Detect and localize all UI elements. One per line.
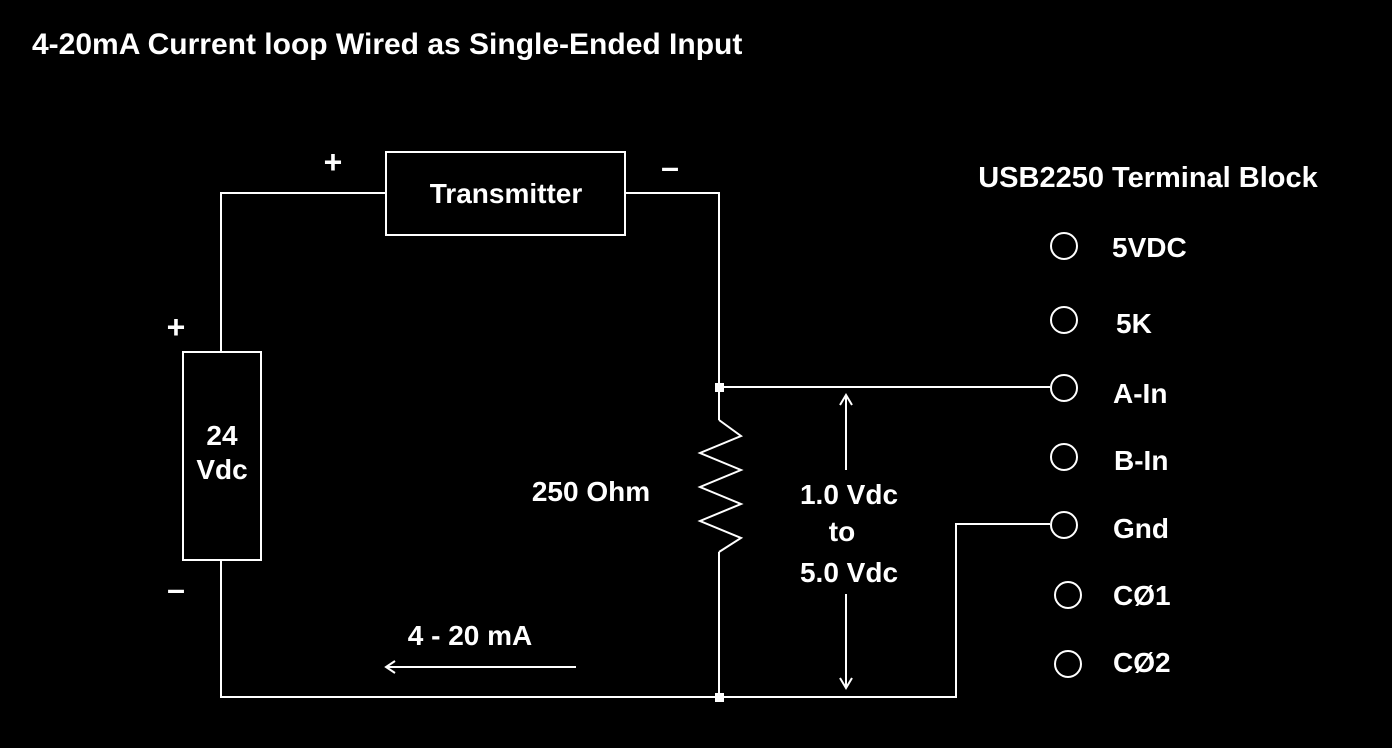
- terminal-gnd: Gnd: [1050, 511, 1169, 544]
- voltage-range-line1: 1.0 Vdc: [800, 479, 898, 510]
- terminal-block-heading: USB2250 Terminal Block: [978, 162, 1318, 194]
- terminal-co1: CØ1: [1054, 580, 1171, 611]
- terminal-a-in: A-In: [1050, 374, 1167, 409]
- voltage-arrow-down-head: [839, 677, 853, 690]
- resistor-label: 250 Ohm: [532, 476, 650, 507]
- terminal-gnd-label: Gnd: [1113, 513, 1169, 544]
- supply-voltage-line2: Vdc: [196, 454, 247, 485]
- current-arrow: [384, 660, 576, 674]
- power-supply-box: [182, 351, 262, 561]
- resistor-symbol: [697, 419, 744, 553]
- power-supply: 24 Vdc + –: [167, 309, 262, 607]
- terminal-b-in-circle: [1050, 443, 1078, 471]
- diagram-title: 4-20mA Current loop Wired as Single-Ende…: [32, 28, 742, 61]
- voltage-span-arrow: [839, 393, 853, 690]
- terminal-5k-label: 5K: [1116, 308, 1152, 339]
- wire-supply-to-transmitter: [220, 192, 386, 352]
- junction-dot-top: [715, 383, 724, 392]
- supply-plus-sign: +: [167, 309, 186, 345]
- terminal-a-in-circle: [1050, 374, 1078, 402]
- terminal-block: USB2250 Terminal Block 5VDC 5K A-In B-In…: [978, 162, 1319, 678]
- wire-return-to-gnd: [220, 523, 1050, 698]
- wire-transmitter-to-resistor: [625, 192, 720, 420]
- terminal-5k: 5K: [1050, 306, 1152, 339]
- terminal-b-in: B-In: [1050, 443, 1168, 476]
- terminal-co1-label: CØ1: [1113, 580, 1171, 611]
- voltage-range-line3: 5.0 Vdc: [800, 557, 898, 588]
- current-label: 4 - 20 mA: [408, 620, 533, 651]
- terminal-co2: CØ2: [1054, 647, 1171, 678]
- transmitter: Transmitter + –: [324, 144, 679, 236]
- voltage-range-line2: to: [829, 516, 855, 547]
- transmitter-label: Transmitter: [430, 178, 583, 209]
- transmitter-box: [385, 151, 626, 236]
- terminal-b-in-label: B-In: [1114, 445, 1168, 476]
- terminal-gnd-circle: [1050, 511, 1078, 539]
- voltage-arrow-up-head: [839, 393, 853, 406]
- terminal-5k-circle: [1050, 306, 1078, 334]
- current-arrow-head: [384, 660, 396, 674]
- circuit-wires: [220, 192, 1050, 698]
- terminal-5vdc-label: 5VDC: [1112, 232, 1187, 263]
- terminal-5vdc-circle: [1050, 232, 1078, 260]
- terminal-5vdc: 5VDC: [1050, 232, 1187, 263]
- terminal-co2-circle: [1054, 650, 1082, 678]
- transmitter-minus-sign: –: [661, 149, 679, 185]
- supply-minus-sign: –: [167, 571, 185, 607]
- supply-voltage-line1: 24: [206, 420, 238, 451]
- terminal-a-in-label: A-In: [1113, 378, 1167, 409]
- transmitter-plus-sign: +: [324, 144, 343, 180]
- terminal-co2-label: CØ2: [1113, 647, 1171, 678]
- junction-dot-bottom: [715, 693, 724, 702]
- terminal-co1-circle: [1054, 581, 1082, 609]
